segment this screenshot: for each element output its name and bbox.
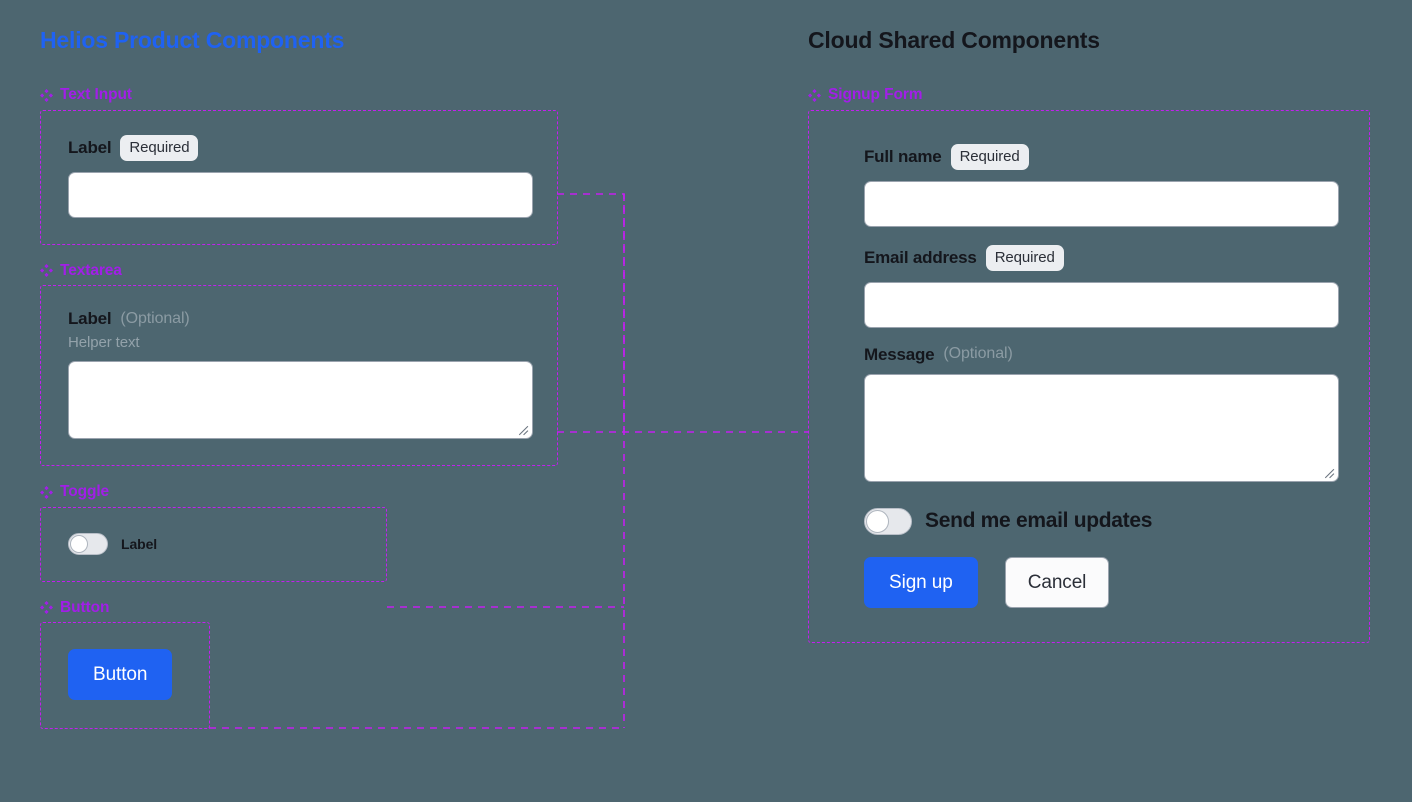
- textarea-wrapper: [68, 361, 533, 440]
- section-label-toggle: Toggle: [40, 484, 600, 500]
- optional-tag: (Optional): [120, 309, 190, 327]
- field-label-row: Full name Required: [864, 143, 1339, 170]
- full-name-input[interactable]: [864, 180, 1339, 227]
- toggle-switch[interactable]: [68, 532, 108, 555]
- section-label-text-input: Text Input: [40, 87, 600, 103]
- required-badge: Required: [985, 244, 1064, 271]
- card-text-input: Label Required: [40, 109, 558, 245]
- toggle-label: Label: [121, 535, 158, 552]
- section-signup-form: Signup Form Full name Required Email add…: [808, 87, 1370, 643]
- cancel-button[interactable]: Cancel: [1004, 556, 1110, 608]
- section-label-textarea: Textarea: [40, 263, 600, 279]
- sign-up-button[interactable]: Sign up: [864, 556, 978, 608]
- field-label: Label: [68, 309, 112, 329]
- section-label-text: Button: [60, 598, 110, 616]
- diamond-cluster-icon: [40, 264, 53, 278]
- field-full-name: Full name Required: [864, 143, 1339, 227]
- email-updates-toggle-row: Send me email updates: [864, 507, 1339, 535]
- diamond-cluster-icon: [40, 601, 53, 615]
- field-label-row: Message (Optional): [864, 346, 1339, 363]
- message-textarea[interactable]: [864, 373, 1339, 482]
- field-label: Message: [864, 344, 935, 364]
- field-label: Email address: [864, 248, 977, 268]
- section-label-text: Signup Form: [828, 86, 923, 104]
- demo-button[interactable]: Button: [68, 649, 173, 701]
- toggle-row: Label: [68, 532, 362, 555]
- field-label-row: Email address Required: [864, 244, 1339, 271]
- field-label: Label: [68, 138, 112, 158]
- field-label: Full name: [864, 147, 942, 167]
- email-address-input[interactable]: [864, 281, 1339, 328]
- diamond-cluster-icon: [808, 88, 821, 102]
- field-message: Message (Optional): [864, 346, 1339, 482]
- section-label-text: Textarea: [60, 261, 122, 279]
- card-textarea: Label (Optional) Helper text: [40, 285, 558, 467]
- textarea-field[interactable]: [68, 361, 533, 440]
- section-text-input: Text Input Label Required: [40, 87, 600, 245]
- right-column: Cloud Shared Components Signup Form Full…: [808, 27, 1370, 661]
- section-button: Button Button: [40, 600, 600, 730]
- section-textarea: Textarea Label (Optional) Helper text: [40, 263, 600, 467]
- email-updates-label: Send me email updates: [925, 509, 1153, 533]
- text-input-field[interactable]: [68, 171, 533, 218]
- helper-text: Helper text: [68, 334, 140, 352]
- field-label-row: Label Required: [68, 134, 533, 161]
- section-label-text: Text Input: [60, 86, 132, 104]
- required-badge: Required: [120, 134, 199, 161]
- section-label-text: Toggle: [60, 483, 110, 501]
- field-email-address: Email address Required: [864, 244, 1339, 328]
- section-label-signup-form: Signup Form: [808, 87, 1370, 103]
- diamond-cluster-icon: [40, 88, 53, 102]
- left-column: Helios Product Components Text Input Lab…: [40, 27, 600, 747]
- right-column-title: Cloud Shared Components: [808, 27, 1100, 53]
- email-updates-toggle[interactable]: [864, 507, 912, 535]
- left-column-title: Helios Product Components: [40, 27, 345, 53]
- optional-tag: (Optional): [943, 345, 1013, 363]
- card-toggle: Label: [40, 506, 387, 582]
- card-button: Button: [40, 622, 210, 730]
- card-signup-form: Full name Required Email address Require…: [808, 109, 1370, 643]
- toggle-knob: [70, 534, 88, 553]
- toggle-knob: [866, 509, 889, 533]
- diamond-cluster-icon: [40, 485, 53, 499]
- section-label-button: Button: [40, 600, 600, 616]
- textarea-wrapper: [864, 373, 1339, 482]
- signup-actions: Sign up Cancel: [864, 556, 1339, 608]
- field-label-row: Label (Optional): [68, 310, 533, 327]
- required-badge: Required: [950, 143, 1029, 170]
- section-toggle: Toggle Label: [40, 484, 600, 582]
